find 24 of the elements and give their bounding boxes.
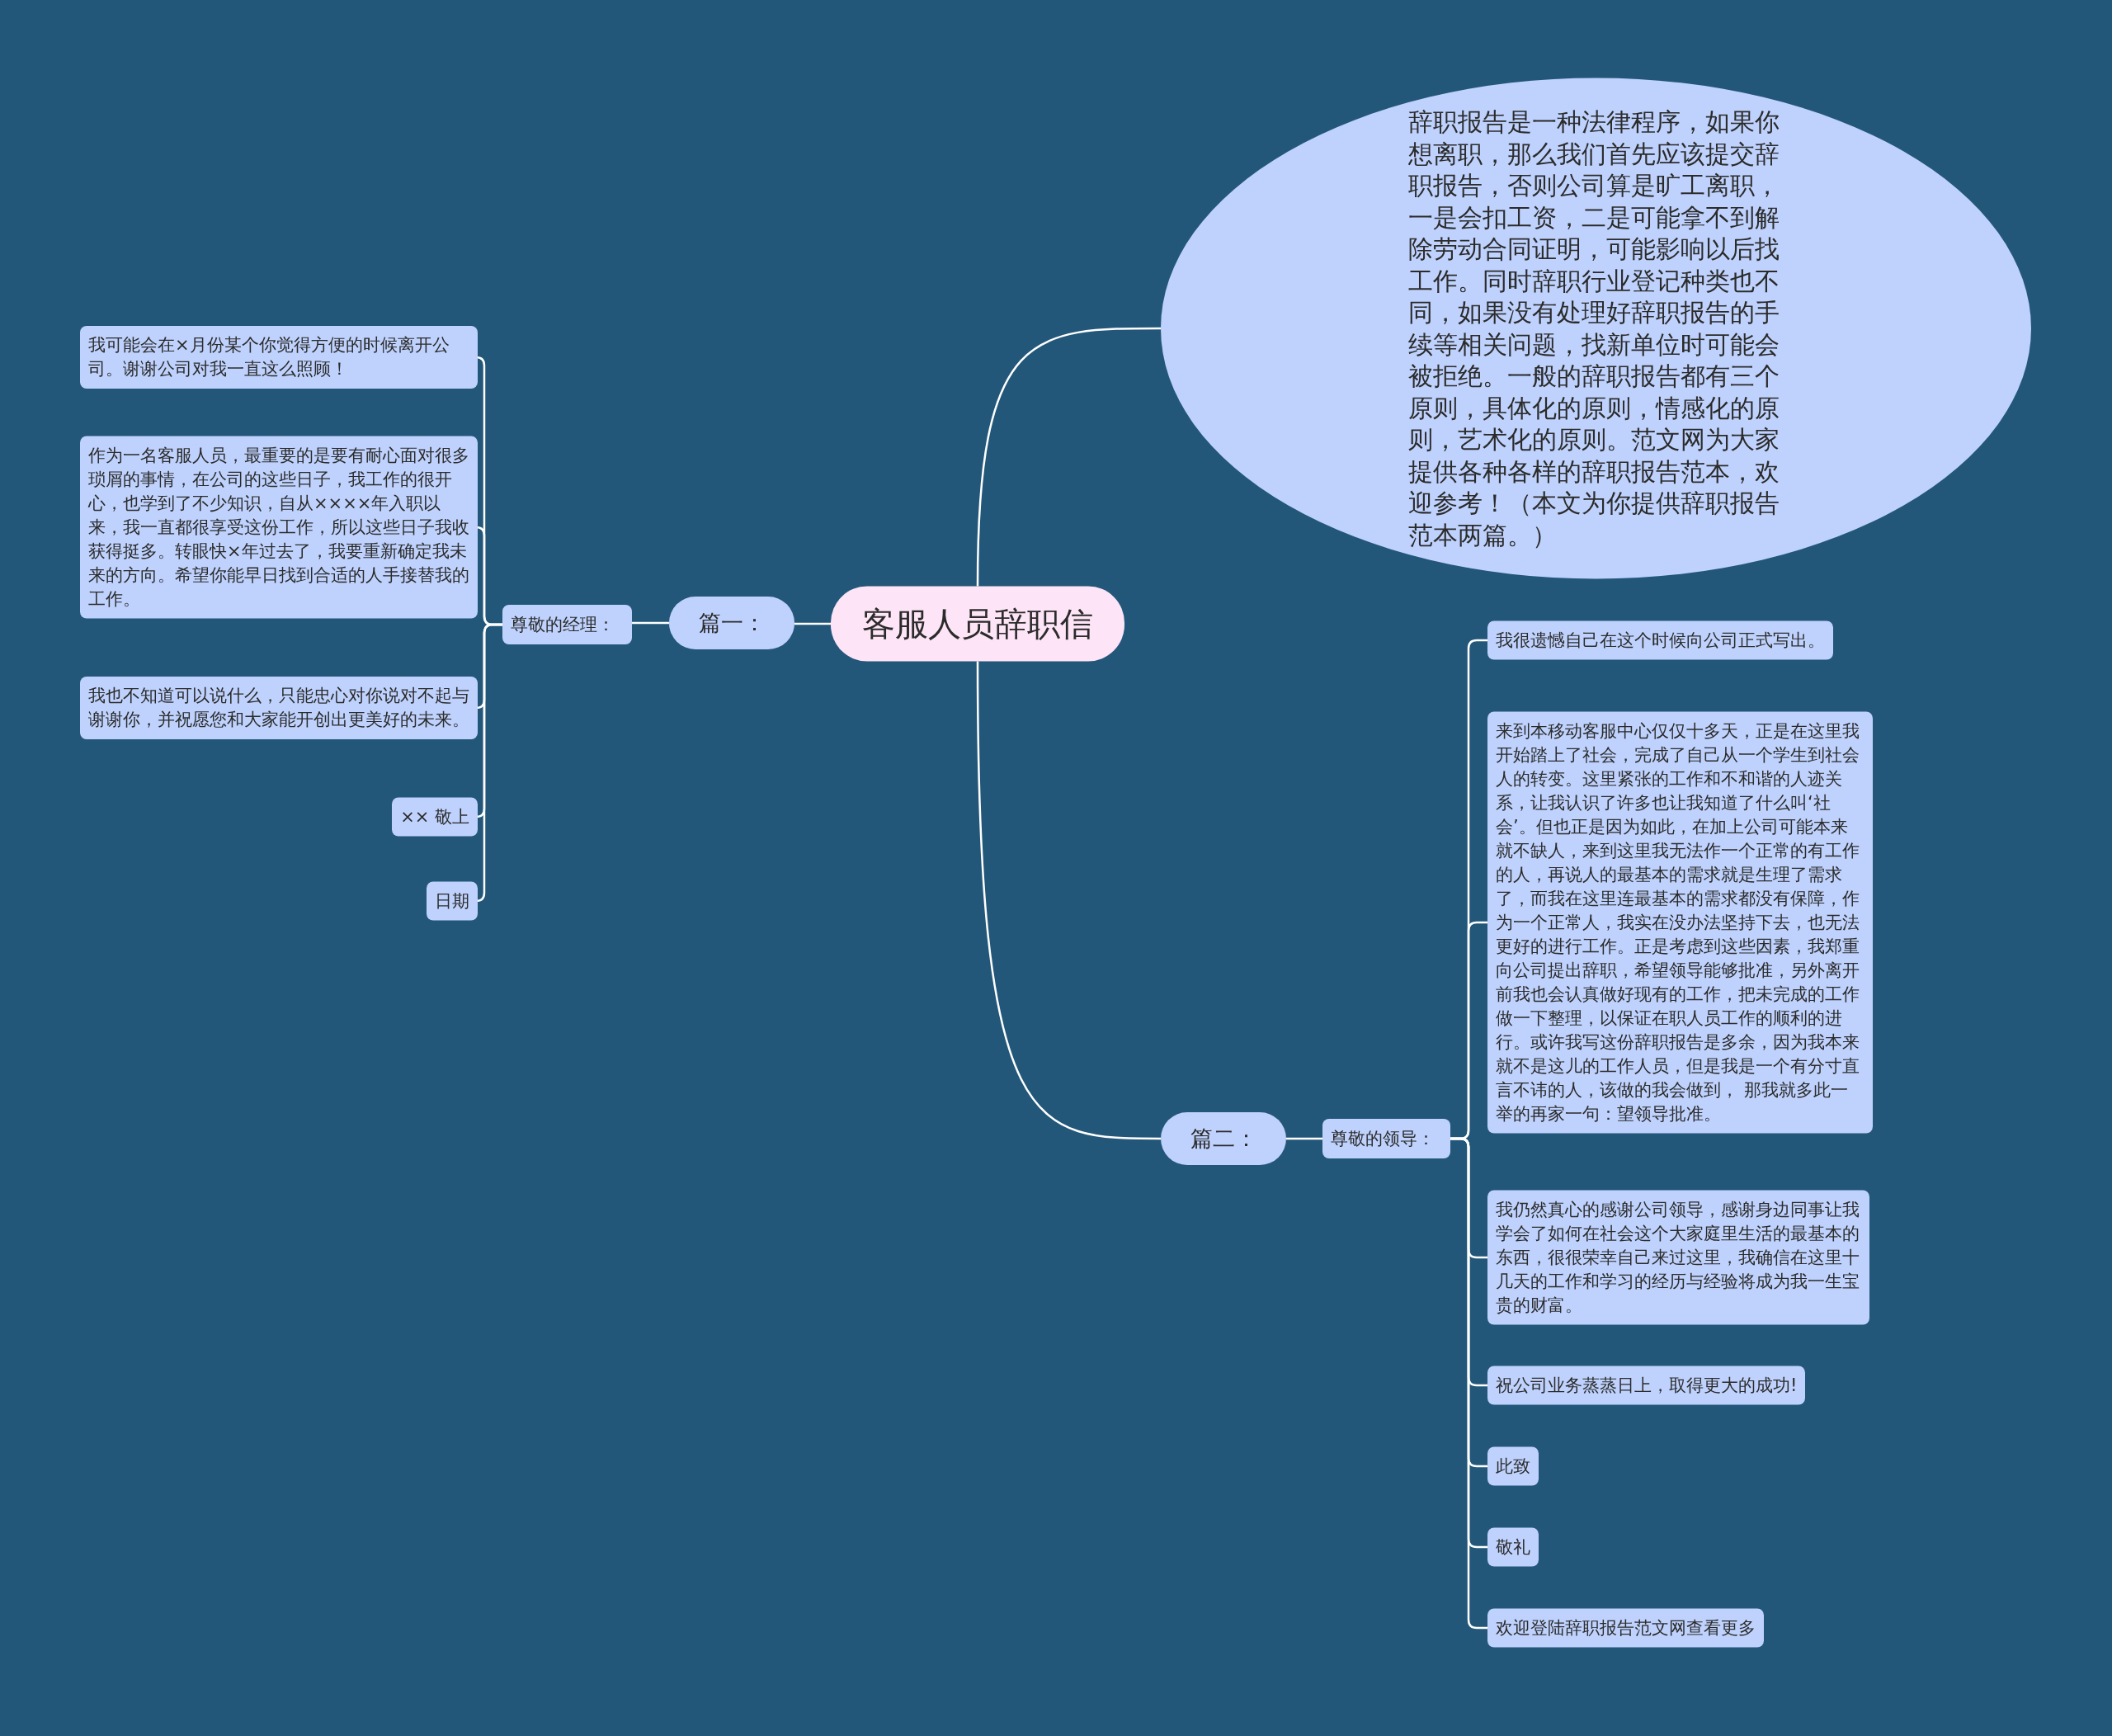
note-box: 祝公司业务蒸蒸日上，取得更大的成功! (1487, 1366, 1806, 1405)
note-box: 我仍然真心的感谢公司领导，感谢身边同事让我学会了如何在社会这个大家庭里生活的最基本的东西，很很荣幸自己来过这里，我确信在这里十几天的工作和学习的经历与经验将成为我一生宝贵的财富。 (1487, 1190, 1869, 1325)
connector-line (976, 327, 1161, 587)
note-box: ×× 敬上 (392, 797, 478, 837)
connector-line (976, 661, 1161, 1140)
note-box: 欢迎登陆辞职报告范文网查看更多 (1487, 1608, 1764, 1648)
note-box: 作为一名客服人员，最重要的是要有耐心面对很多琐屑的事情，在公司的这些日子，我工作的很开心，也学到了不少知识，自从××××年入职以来，我一直都很享受这份工作，所以这些日子我收获得挺多。转眼快×年过去了，我要重新确定我未来的方向。希望你能早日找到合适的人手接替我的工作。 (80, 436, 478, 619)
note-box: 我也不知道可以说什么，只能忠心对你说对不起与谢谢你，并祝愿您和大家能开创出更美好的未来。 (80, 677, 478, 739)
connector-line (794, 622, 831, 625)
note-box: 我很遗憾自己在这个时候向公司正式写出。 (1487, 620, 1833, 660)
connector-line (632, 621, 669, 625)
summary-ellipse: 辞职报告是一种法律程序，如果你想离职，那么我们首先应该提交辞职报告，否则公司算是旷工离职，一是会扣工资，二是可能拿不到解除劳动合同证明，可能影响以后找工作。同时辞职行业登记种类也不同，如果没有处理好辞职报告的手续等相关问题，找新单位时可能会被拒绝。一般的辞职报告都有三个原则，具体化的原则，情感化的原则，艺术化的原则。范文网为大家提供各种各样的辞职报告范本，欢迎参考！（本文为你提供辞职报告范本两篇。） (1161, 78, 2031, 579)
subtopic-box: 尊敬的经理： (502, 605, 632, 644)
connector-line (1450, 1137, 1487, 1630)
note-box: 来到本移动客服中心仅仅十多天，正是在这里我开始踏上了社会，完成了自己从一个学生到社会人的转变。这里紧张的工作和不和谐的人迹关系，让我认识了许多也让我知道了什么叫‘社会’。但也正是因为如此，在加上公司可能本来就不缺人，来到这里我无法作一个正常的有工作的人，再说人的最基本的需求就是生理了需求了，而我在这里连最基本的需求都没有保障，作为一个正常人，我实在没办法坚持下去，也无法更好的进行工作。正是考虑到这些因素，我郑重向公司提出辞职，希望领导能够批准，另外离开前我也会认真做好现有的工作，把未完成的工作做一下整理，以保证在职人员工作的顺利的进行。或许我写这份辞职报告是多余，因为我本来就不是这儿的工作人员，但是我是一个有分寸直言不讳的人，该做的我会做到， 那我就多此一举的再家一句：望领导批准。 (1487, 711, 1873, 1134)
topic-pill: 客服人员辞职信 (831, 586, 1124, 662)
note-box: 敬礼 (1487, 1527, 1539, 1567)
subtopic-box: 尊敬的领导： (1322, 1119, 1450, 1158)
branch-pill: 篇一： (669, 597, 794, 649)
note-box: 此致 (1487, 1446, 1539, 1486)
connector-line (1286, 1137, 1322, 1140)
note-box: 日期 (427, 881, 478, 921)
branch-pill: 篇二： (1161, 1112, 1286, 1165)
note-box: 我可能会在×月份某个你觉得方便的时候离开公司。谢谢公司对我一直这么照顾！ (80, 326, 478, 389)
